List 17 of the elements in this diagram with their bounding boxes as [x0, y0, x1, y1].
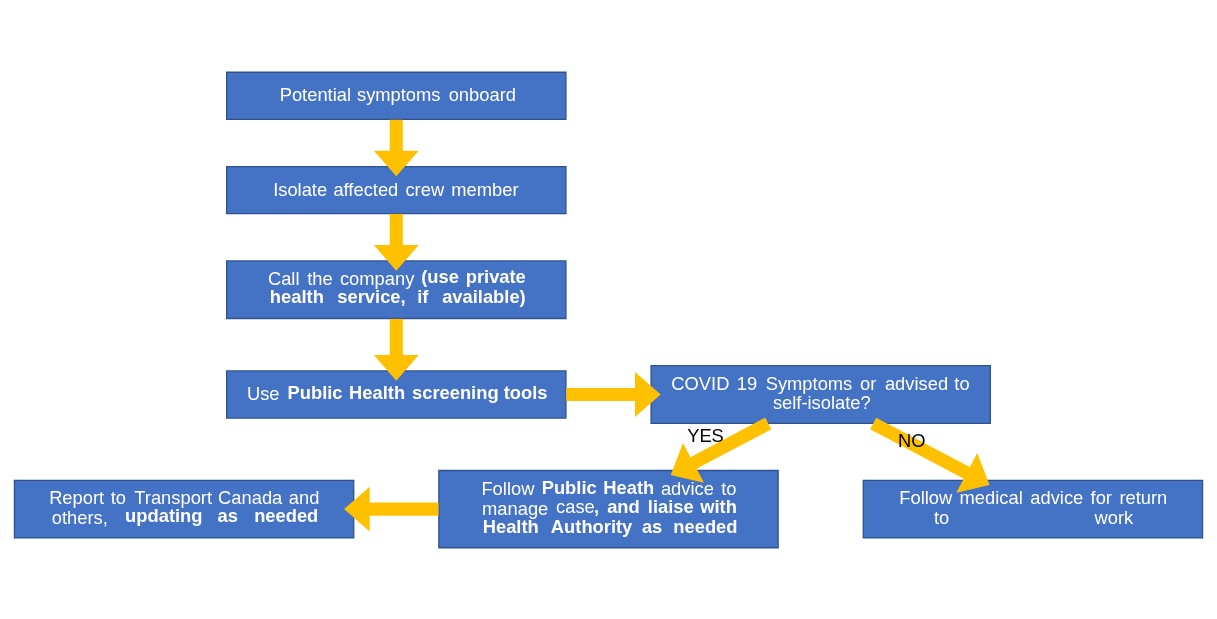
node-box: Follow Public Heath advice to manage case, and liaise with Health Authority as needed — [438, 469, 779, 548]
arrow — [373, 119, 419, 176]
node-box: Use Public Health screening tools — [226, 369, 567, 419]
arrow — [566, 371, 661, 417]
arrow — [670, 417, 772, 483]
arrow — [373, 213, 419, 271]
arrow — [870, 417, 990, 493]
edge-label: YES — [687, 424, 724, 446]
arrow — [344, 486, 439, 532]
node-box: COVID 19 Symptoms or advised to self-isolate? — [650, 364, 991, 424]
node-box: Follow medical advice for return to work — [862, 479, 1204, 539]
node-box: Report to Transport Canada and others, updating as needed — [13, 479, 355, 539]
node-box: Isolate affected crew member — [226, 165, 567, 214]
node-box: Potential symptoms onboard — [226, 71, 567, 120]
arrow — [373, 318, 419, 381]
edge-label: NO — [897, 429, 926, 451]
node-box: Call the company (use private health service, if available) — [226, 259, 567, 319]
